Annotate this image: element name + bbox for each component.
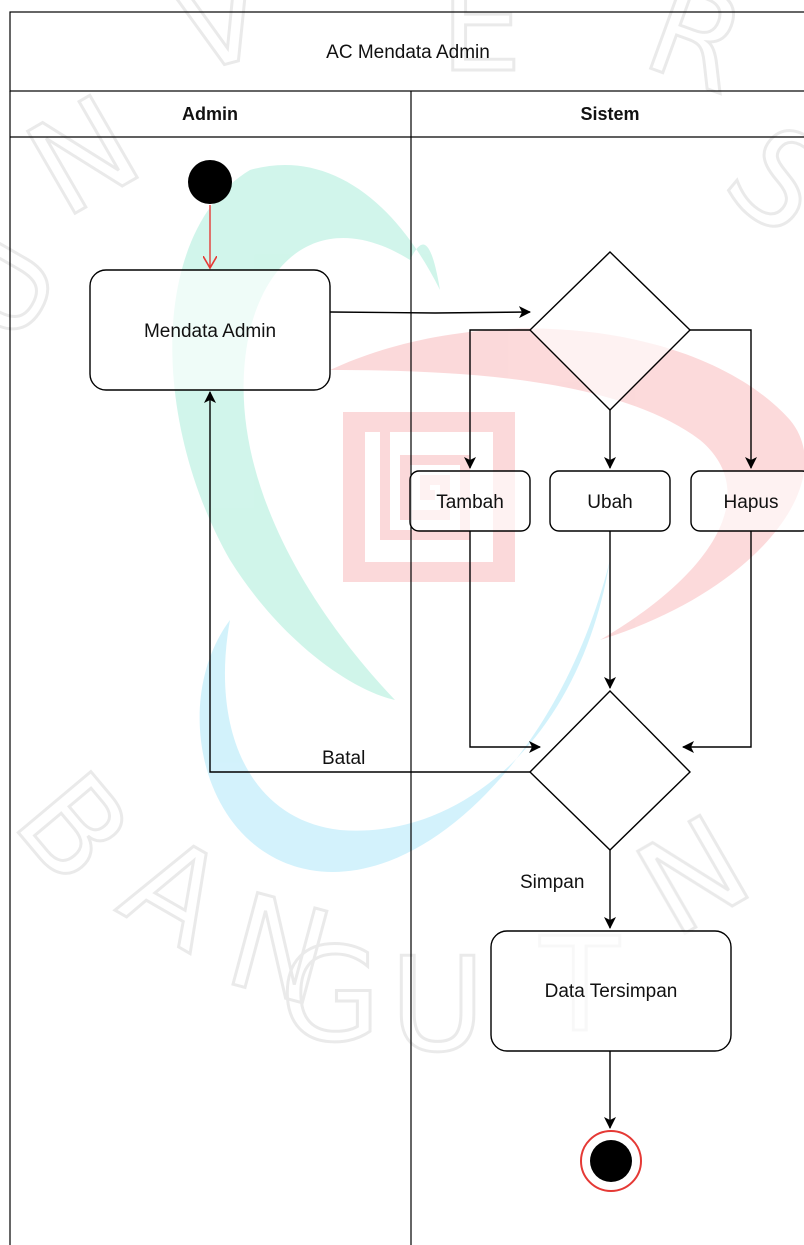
edge-tambah-to-decision2 xyxy=(469,531,541,753)
watermark-red-swoosh xyxy=(330,328,804,640)
svg-text:S: S xyxy=(699,95,804,264)
activity-data-tersimpan: Data Tersimpan xyxy=(490,930,732,1052)
svg-text:G: G xyxy=(280,919,381,1071)
edge-to-hapus xyxy=(690,329,757,469)
svg-text:U: U xyxy=(390,929,485,1081)
svg-text:N: N xyxy=(4,66,164,246)
activity-hapus: Hapus xyxy=(690,470,804,532)
watermark-green-swoosh xyxy=(172,165,440,700)
start-node xyxy=(188,160,232,204)
edge-label-simpan: Simpan xyxy=(520,872,584,893)
activity-label: Data Tersimpan xyxy=(545,981,678,1002)
swimlane-frame xyxy=(9,11,804,1245)
activity-mendata-admin: Mendata Admin xyxy=(89,269,331,391)
watermark-letters: N V E R S U B A N G U T N xyxy=(0,0,804,1083)
edge-hapus-to-decision2 xyxy=(682,531,752,753)
edge-batal xyxy=(204,391,530,773)
lane-header-admin: Admin xyxy=(182,104,238,124)
activity-tambah: Tambah xyxy=(409,470,531,532)
diagram-title: AC Mendata Admin xyxy=(326,42,490,63)
activity-ubah: Ubah xyxy=(549,470,671,532)
lane-header-sistem: Sistem xyxy=(580,104,639,124)
svg-text:E: E xyxy=(440,0,522,101)
edge-to-tambah xyxy=(464,329,530,469)
edge-label-batal: Batal xyxy=(322,748,365,769)
activity-label: Ubah xyxy=(587,492,632,513)
watermark-blue-swoosh xyxy=(199,560,610,873)
end-node xyxy=(580,1130,642,1192)
activity-label: Mendata Admin xyxy=(144,321,276,342)
activity-label: Tambah xyxy=(436,492,504,513)
activity-label: Hapus xyxy=(724,492,779,513)
edge-admin-to-decision xyxy=(329,306,531,319)
